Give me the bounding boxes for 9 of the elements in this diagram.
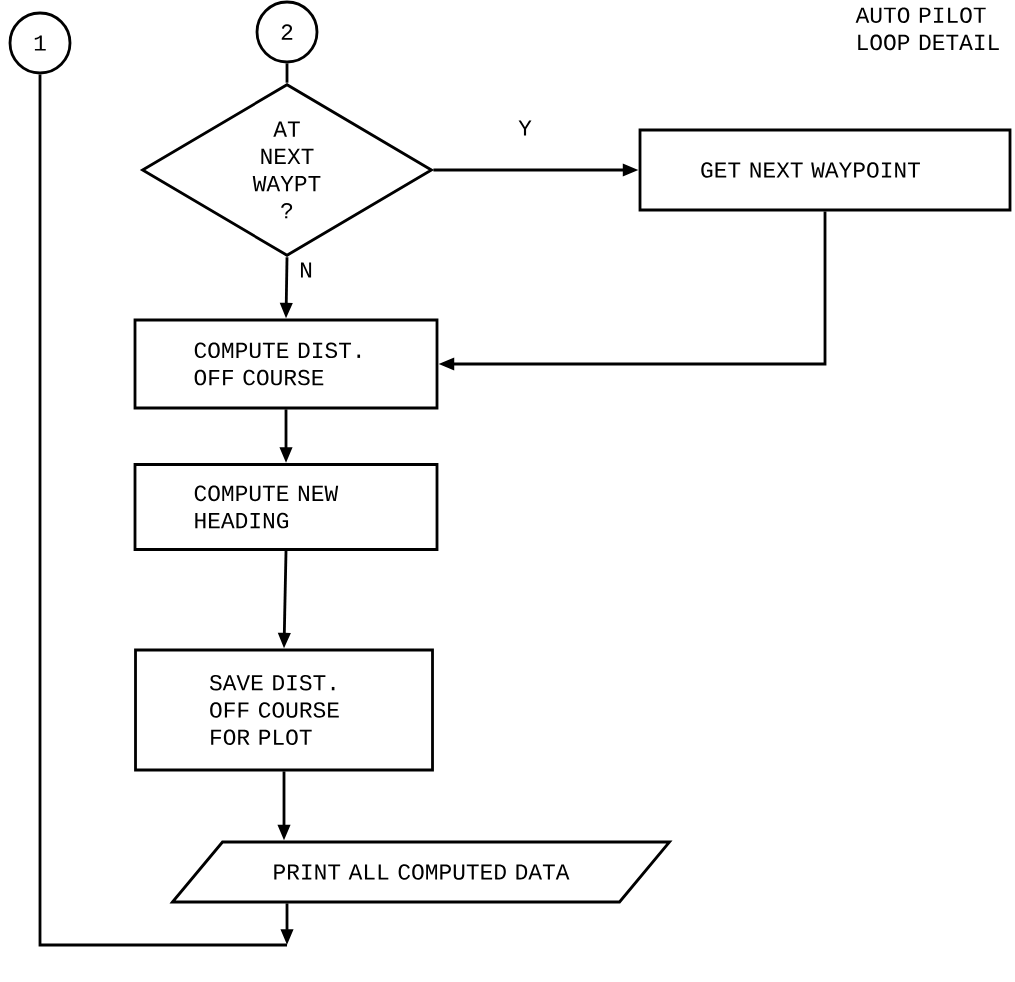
process-box: GET NEXT WAYPOINT	[638, 128, 1012, 212]
edge-label: N	[297, 260, 315, 280]
process-box: COMPUTE DIST. OFF COURSE	[133, 318, 439, 410]
connector-line	[285, 63, 289, 83]
connector-line	[38, 74, 287, 947]
process-box: COMPUTE NEW HEADING	[133, 463, 439, 551]
title: AUTO PILOT LOOP DETAIL	[855, 7, 999, 51]
process-box: SAVE DIST. OFF COURSE FOR PLOT	[134, 648, 434, 772]
edge-label: Y	[516, 118, 534, 138]
